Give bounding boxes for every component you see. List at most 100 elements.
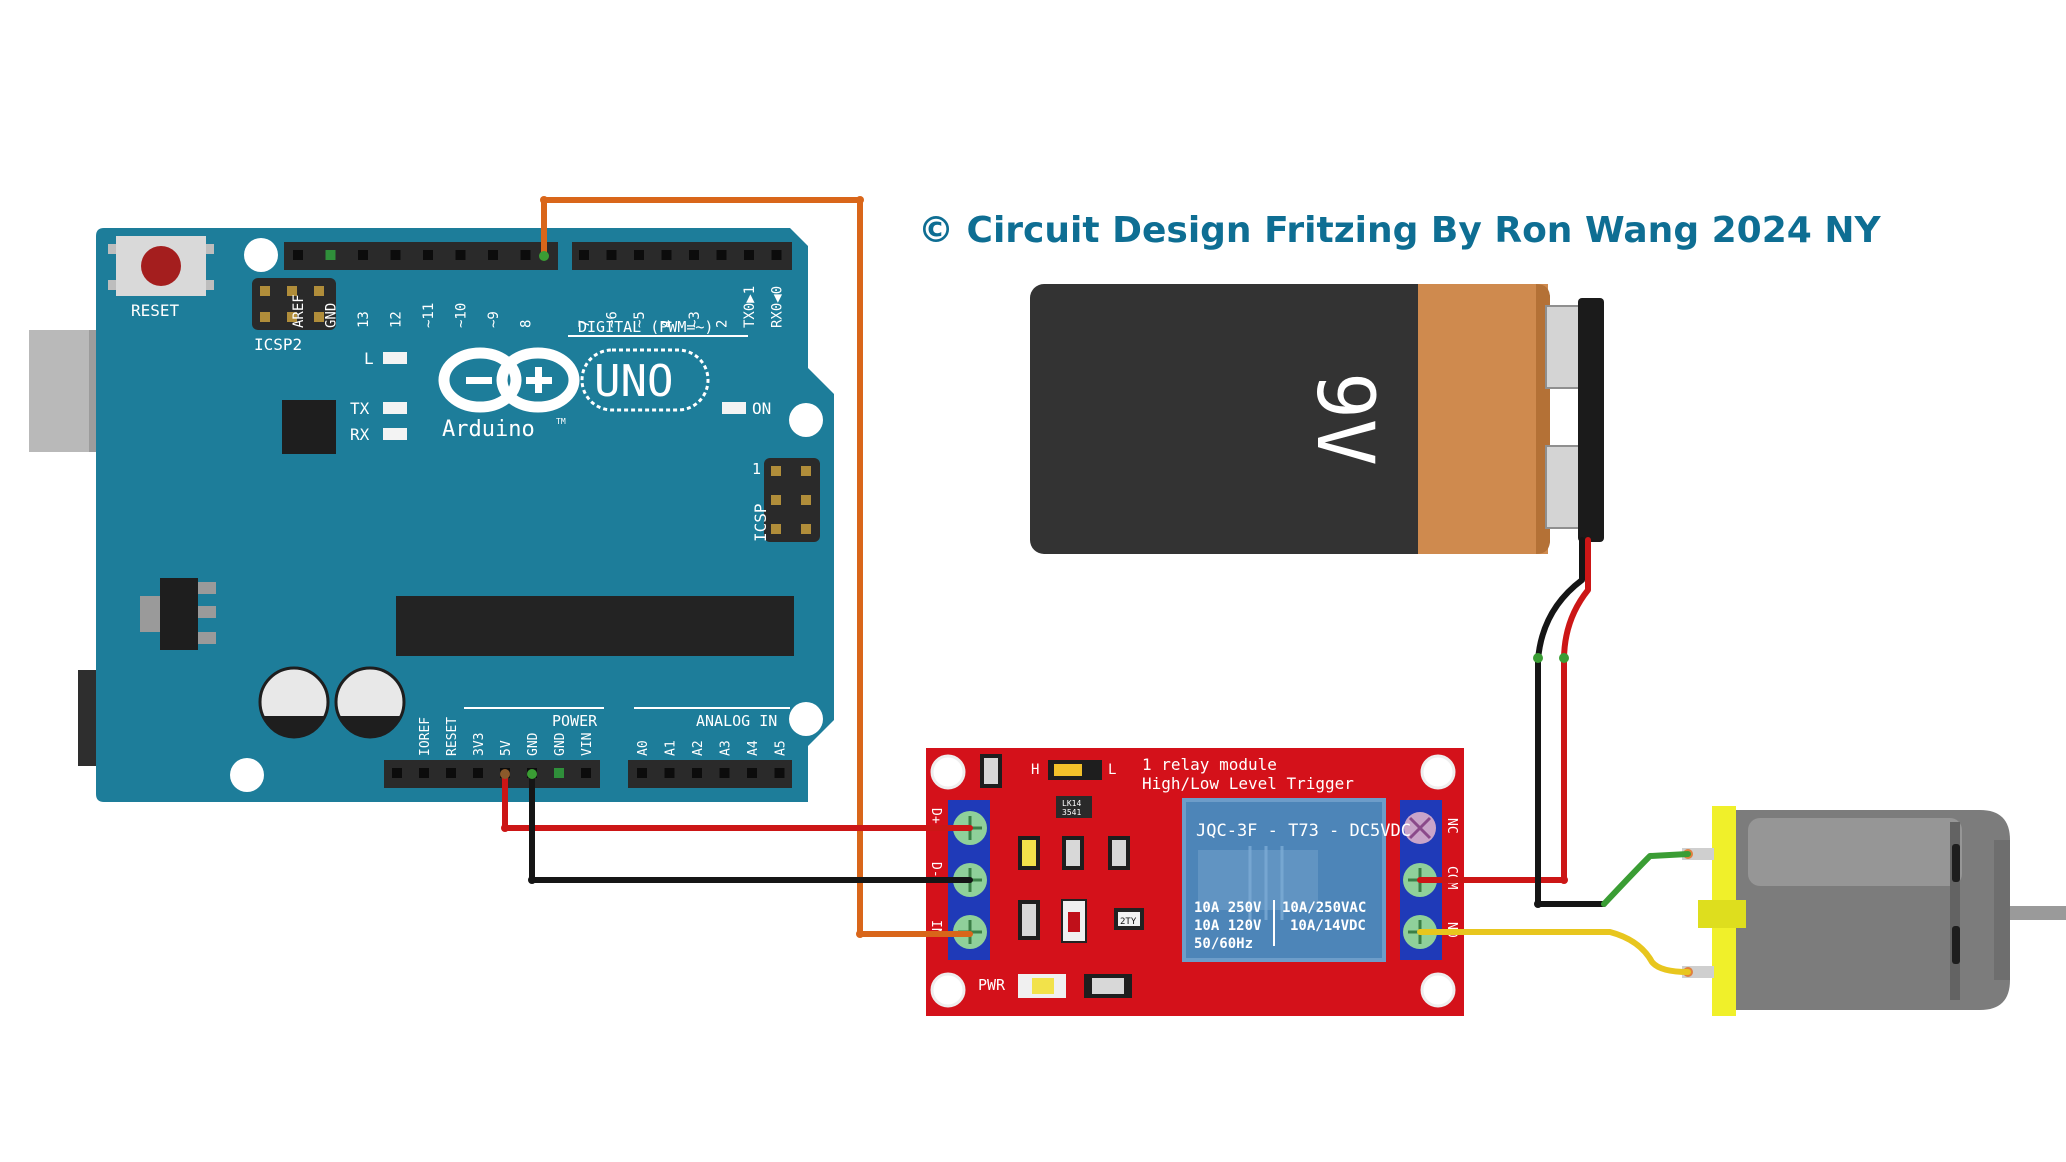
analog-header: [628, 760, 792, 788]
jumper-h-label: H: [1031, 762, 1039, 778]
chip-marking-1: LK14: [1062, 799, 1081, 808]
power-pin-label: 5V: [499, 740, 514, 756]
digital-header-right: [572, 242, 792, 270]
digital-pin-label: 4: [660, 320, 676, 328]
relay-spec-left-1: 10A 250V: [1194, 900, 1262, 916]
transistor-marking: 2TY: [1120, 917, 1137, 927]
digital-header-left: [284, 242, 558, 270]
analog-pin-hole[interactable]: [692, 768, 702, 778]
digital-pin-label: TX0▶1: [742, 286, 758, 328]
digital-pin-label: 12: [389, 311, 405, 328]
usb-chip: [282, 400, 336, 454]
power-pin-hole[interactable]: [392, 768, 402, 778]
digital-pin-hole[interactable]: [520, 250, 531, 260]
digital-pin-label: ~3: [687, 311, 703, 328]
power-pin-label: IOREF: [418, 717, 433, 756]
optocoupler-chip: [1056, 796, 1092, 818]
digital-pin-hole[interactable]: [771, 250, 782, 260]
jumper-l-label: L: [1108, 762, 1116, 778]
digital-pin-hole[interactable]: [488, 250, 498, 260]
led-tx-label: TX: [350, 399, 370, 418]
led-rx-label: RX: [350, 425, 370, 444]
digital-pin-hole[interactable]: [293, 250, 303, 260]
pwr-label: PWR: [978, 976, 1006, 994]
analog-pin-label: A4: [746, 740, 761, 756]
led-l-label: L: [364, 349, 374, 368]
power-pin-hole[interactable]: [419, 768, 429, 778]
relay-spec-right-1: 10A/250VAC: [1282, 900, 1366, 916]
digital-pin-label: ~5: [632, 311, 648, 328]
chip-marking-2: 3541: [1062, 808, 1081, 817]
pin-dminus-label: D-: [928, 862, 943, 878]
power-pin-label: RESET: [445, 717, 460, 756]
wire-motor-yellow: [1417, 929, 1691, 975]
arduino-trademark: TM: [556, 417, 566, 426]
mounting-hole: [230, 758, 264, 792]
atmega328-chip: [396, 596, 794, 656]
analog-pin-label: A5: [774, 740, 789, 756]
digital-pin-hole[interactable]: [423, 250, 433, 260]
mounting-hole: [930, 972, 966, 1008]
digital-pin-label: GND: [324, 303, 340, 328]
analog-pin-hole[interactable]: [719, 768, 730, 778]
arduino-logo: [438, 347, 580, 413]
led-on-label: ON: [752, 399, 771, 418]
power-pin-hole[interactable]: [581, 768, 591, 778]
analog-pin-hole[interactable]: [747, 768, 757, 778]
analog-pin-label: A3: [719, 740, 734, 756]
digital-pin-hole[interactable]: [325, 250, 336, 260]
led-l: [383, 352, 407, 364]
digital-label: DIGITAL (PWM=~): [578, 318, 713, 336]
analog-pin-hole[interactable]: [774, 768, 785, 778]
power-pin-hole[interactable]: [473, 768, 483, 778]
mounting-hole: [1420, 754, 1456, 790]
screw-terminal: [1404, 812, 1436, 844]
digital-pin-hole[interactable]: [390, 250, 401, 260]
mounting-hole: [930, 754, 966, 790]
analog-pin-label: A2: [691, 740, 706, 756]
analog-pin-hole[interactable]: [637, 768, 647, 778]
dc-motor: [1682, 806, 2066, 1016]
power-label: POWER: [552, 712, 598, 730]
power-pin-hole[interactable]: [554, 768, 564, 778]
digital-pin-hole[interactable]: [358, 250, 368, 260]
capacitor: [334, 666, 406, 739]
power-header: [384, 760, 600, 788]
wires: [500, 196, 1691, 975]
digital-pin-hole[interactable]: [744, 250, 754, 260]
relay-title-line2: High/Low Level Trigger: [1142, 774, 1354, 793]
battery-9v: 9V: [1030, 284, 1604, 554]
power-pin-label: 3V3: [472, 733, 487, 756]
digital-pin-hole[interactable]: [716, 250, 727, 260]
icsp2-label: ICSP2: [254, 335, 302, 354]
digital-pin-hole[interactable]: [579, 250, 589, 260]
led-tx: [383, 402, 407, 414]
reset-label: RESET: [131, 301, 180, 320]
digital-pin-hole[interactable]: [455, 250, 466, 260]
battery-terminal: [1545, 445, 1581, 529]
power-pin-hole[interactable]: [446, 768, 456, 778]
analog-pin-hole[interactable]: [664, 768, 675, 778]
relay-title-line1: 1 relay module: [1142, 755, 1277, 774]
digital-pin-label: ~10: [454, 303, 470, 328]
pin-nc-label: NC: [1444, 818, 1459, 834]
mounting-hole: [789, 702, 823, 736]
led-rx: [383, 428, 407, 440]
digital-pin-hole[interactable]: [661, 250, 672, 260]
digital-pin-hole[interactable]: [634, 250, 644, 260]
relay-spec-right-2: 10A/14VDC: [1290, 918, 1366, 934]
battery-voltage-label: 9V: [1299, 372, 1389, 466]
battery-snap-connector: [1578, 298, 1604, 542]
digital-pin-hole[interactable]: [606, 250, 617, 260]
copyright-credit: © Circuit Design Fritzing By Ron Wang 20…: [918, 210, 1881, 251]
relay-spec-left-3: 50/60Hz: [1194, 936, 1253, 952]
pin-dplus-label: D+: [928, 808, 943, 824]
relay-module: D+ D- IN NC COM NO H L 1 relay module Hi…: [926, 748, 1464, 1016]
digital-pin-label: 8: [519, 320, 535, 328]
digital-pin-hole[interactable]: [689, 250, 699, 260]
capacitor: [258, 666, 330, 739]
digital-pin-label: ~9: [486, 311, 502, 328]
motor-shaft: [2008, 906, 2066, 920]
